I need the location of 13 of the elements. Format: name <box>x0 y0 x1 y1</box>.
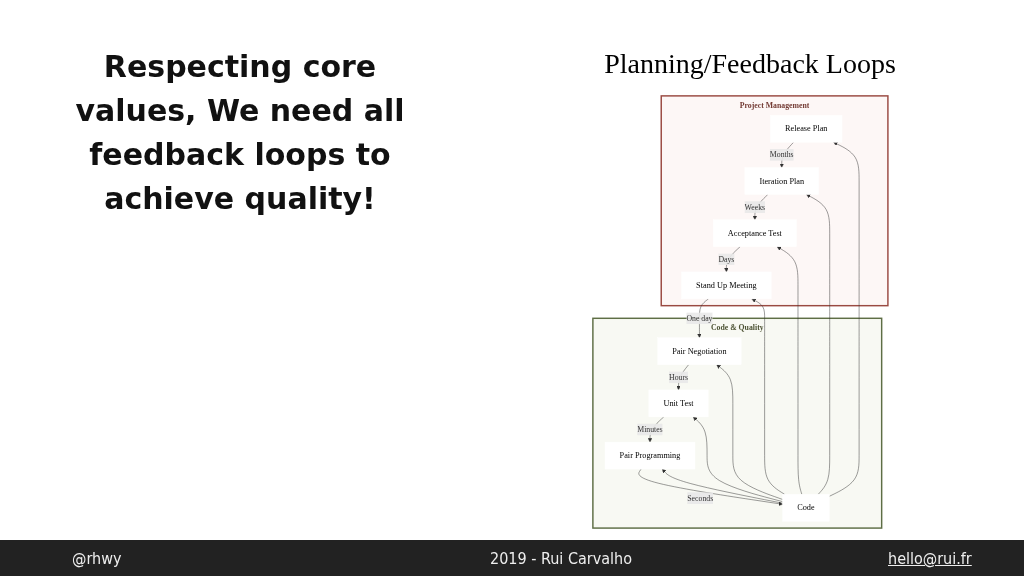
node-box: Acceptance Test <box>712 219 797 247</box>
email-link: hello@rui.fr <box>888 549 972 568</box>
node-box: Stand Up Meeting <box>680 271 772 300</box>
slide-heading: Respecting core values, We need all feedback loops to achieve quality! <box>74 48 406 218</box>
node-box: Code <box>782 494 830 522</box>
node-box: Iteration Plan <box>744 167 819 195</box>
node-box: Release Plan <box>769 115 842 143</box>
subheading: Planning/Feedback Loops <box>603 48 897 80</box>
node-box: Unit Test <box>648 389 709 418</box>
node-box: Pair Programming <box>604 441 695 470</box>
copyright-note: 2019 - Rui Carvalho <box>490 549 632 568</box>
node-box: Pair Negotiation <box>657 337 741 365</box>
author-handle: @rhwy <box>72 549 122 568</box>
